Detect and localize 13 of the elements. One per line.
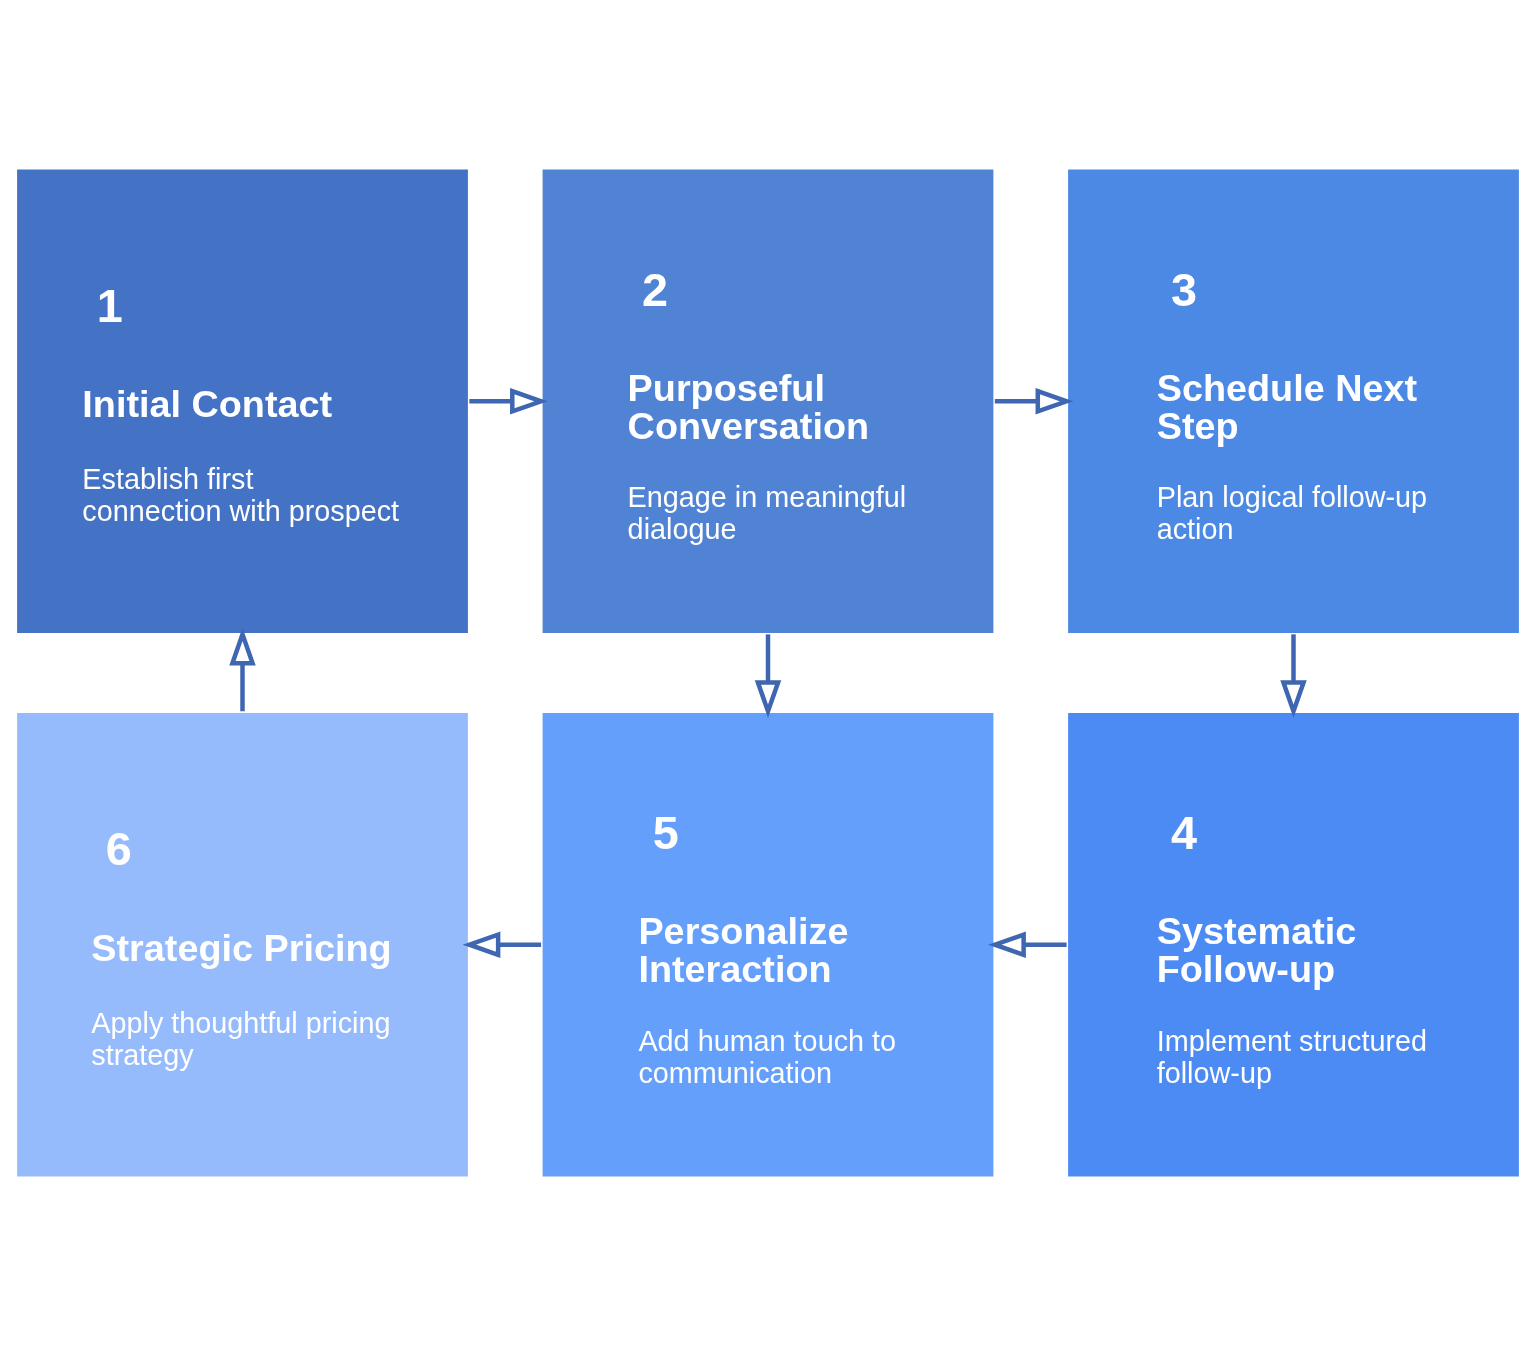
node-box: 1 Initial Contact Establish first connection with prospect (14, 166, 471, 636)
arrow (754, 634, 782, 719)
node-box: 3 Schedule Next Step Plan logical follow-up action (1065, 166, 1522, 636)
node-box: 4 Systematic Follow-up Implement structured follow-up (1065, 710, 1522, 1180)
node-box: 6 Strategic Pricing Apply thoughtful pricing strategy (14, 710, 471, 1180)
arrow (462, 931, 542, 958)
node-box: 5 Personalize Interaction Add human touch to communication (539, 710, 997, 1180)
arrow (988, 931, 1067, 958)
arrow (1280, 634, 1307, 719)
arrow (229, 627, 256, 712)
node-box: 2 Purposeful Conversation Engage in meaningful dialogue (539, 166, 997, 636)
arrow (994, 388, 1074, 415)
arrow (469, 388, 548, 415)
